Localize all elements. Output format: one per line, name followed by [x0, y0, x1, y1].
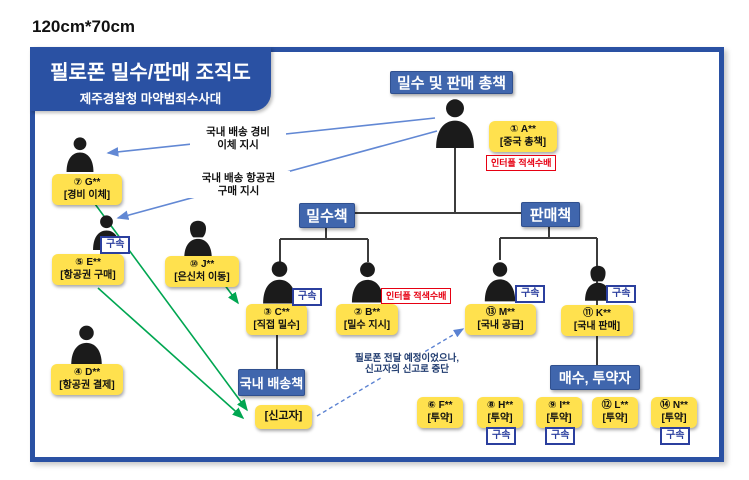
- node-l-name: ⑫ L**: [601, 400, 629, 411]
- note-ticket-line2: 구매 지시: [217, 184, 260, 197]
- node-m-name: ⑬ M**: [486, 307, 515, 318]
- group-smuggling-head: 밀수책: [299, 203, 355, 228]
- chart-header: 필로폰 밀수/판매 조직도 제주경찰청 마약범죄수사대: [30, 47, 271, 111]
- node-j: ⑩ J** [은신처 이동]: [165, 256, 239, 287]
- node-b: ② B** [밀수 지시]: [336, 304, 398, 335]
- node-b-role: [밀수 지시]: [343, 319, 391, 331]
- node-i: ⑨ I** [투약]: [536, 397, 582, 428]
- node-m-role: [국내 공급]: [477, 319, 524, 331]
- node-i-role: [투약]: [546, 412, 572, 424]
- group-sales-head: 판매책: [521, 202, 580, 227]
- chart-subtitle: 제주경찰청 마약범죄수사대: [79, 92, 222, 106]
- node-h-role: [투약]: [487, 412, 513, 424]
- node-n-role: [투약]: [661, 412, 687, 424]
- node-g-role: [경비 이체]: [63, 189, 111, 201]
- node-f-role: [투약]: [427, 412, 453, 424]
- node-d: ④ D** [항공권 결제]: [51, 364, 123, 395]
- node-c-role: [직접 밀수]: [253, 319, 300, 331]
- node-d-role: [항공권 결제]: [59, 379, 115, 391]
- arrest-badge-c: 구속: [292, 288, 323, 306]
- node-l: ⑫ L** [투약]: [592, 397, 638, 428]
- node-m: ⑬ M** [국내 공급]: [465, 304, 536, 335]
- node-g: ⑦ G** [경비 이체]: [52, 174, 122, 205]
- node-g-name: ⑦ G**: [73, 177, 101, 188]
- person-icon-k: [580, 258, 616, 304]
- node-f-name: ⑥ F**: [427, 400, 453, 411]
- group-boss: 밀수 및 판매 총책: [390, 71, 513, 94]
- person-icon-b: [348, 257, 387, 305]
- note-handoff-line1: 필로폰 전달 예정이었으나,: [354, 353, 460, 364]
- node-a-role: [중국 총책]: [499, 136, 547, 148]
- node-i-name: ⑨ I**: [548, 400, 570, 411]
- group-buyers: 매수, 투약자: [550, 365, 640, 390]
- node-d-name: ④ D**: [73, 367, 101, 378]
- node-n: ⑭ N** [투약]: [651, 397, 697, 428]
- arrest-badge-k: 구속: [606, 285, 637, 303]
- note-ticket-line1: 국내 배송 항공권: [201, 172, 276, 184]
- node-e: ⑤ E** [항공권 구매]: [52, 254, 124, 285]
- person-icon-g: [57, 135, 103, 172]
- node-reporter: [신고자]: [255, 405, 312, 429]
- node-b-name: ② B**: [353, 307, 381, 318]
- person-icon-m: [481, 257, 519, 304]
- node-n-name: ⑭ N**: [660, 400, 688, 411]
- arrest-badge-h: 구속: [486, 427, 517, 445]
- note-ticket-purchase: 국내 배송 항공권 구매 지시: [187, 171, 290, 199]
- chart-title: 필로폰 밀수/판매 조직도: [50, 62, 251, 84]
- poster-size-label: 120cm*70cm: [32, 17, 136, 36]
- node-k-role: [국내 판매]: [573, 320, 621, 332]
- note-expense-line2: 이체 지시: [217, 138, 259, 151]
- note-expense-line1: 국내 배송 경비: [206, 126, 270, 138]
- node-e-role: [항공권 구매]: [60, 269, 116, 281]
- note-handoff-line2: 신고자의 신고로 중단: [365, 364, 449, 376]
- person-icon-d: [66, 323, 107, 365]
- node-h: ⑧ H** [투약]: [477, 397, 523, 428]
- arrest-badge-m: 구속: [515, 285, 546, 303]
- node-l-role: [투약]: [602, 412, 628, 424]
- node-c: ③ C** [직접 밀수]: [246, 304, 307, 335]
- node-c-name: ③ C**: [263, 307, 290, 318]
- arrest-badge-n: 구속: [660, 427, 691, 445]
- node-h-name: ⑧ H**: [486, 400, 514, 411]
- node-j-name: ⑩ J**: [189, 259, 215, 270]
- arrest-badge-i: 구속: [545, 427, 576, 445]
- node-f: ⑥ F** [투약]: [417, 397, 463, 428]
- note-expense-transfer: 국내 배송 경비 이체 지시: [190, 125, 286, 153]
- node-j-role: [은신처 이동]: [174, 271, 230, 283]
- person-icon-boss-a: [430, 96, 480, 148]
- node-a: ① A** [중국 총책]: [489, 121, 557, 152]
- interpol-badge-a: 인터폴 적색수배: [486, 155, 557, 171]
- node-e-name: ⑤ E**: [75, 257, 101, 268]
- note-handoff-stopped: 필로폰 전달 예정이었으나, 신고자의 신고로 중단: [342, 352, 472, 377]
- person-icon-c: [259, 257, 300, 305]
- node-a-name: ① A**: [510, 124, 536, 135]
- arrest-badge-e: 구속: [100, 236, 131, 254]
- person-icon-j: [177, 216, 219, 258]
- interpol-badge-b: 인터폴 적색수배: [381, 288, 452, 304]
- node-k: ⑪ K** [국내 판매]: [561, 305, 633, 336]
- chart-frame: [30, 47, 724, 462]
- node-k-name: ⑪ K**: [583, 308, 611, 319]
- group-domestic-delivery: 국내 배송책: [238, 369, 305, 396]
